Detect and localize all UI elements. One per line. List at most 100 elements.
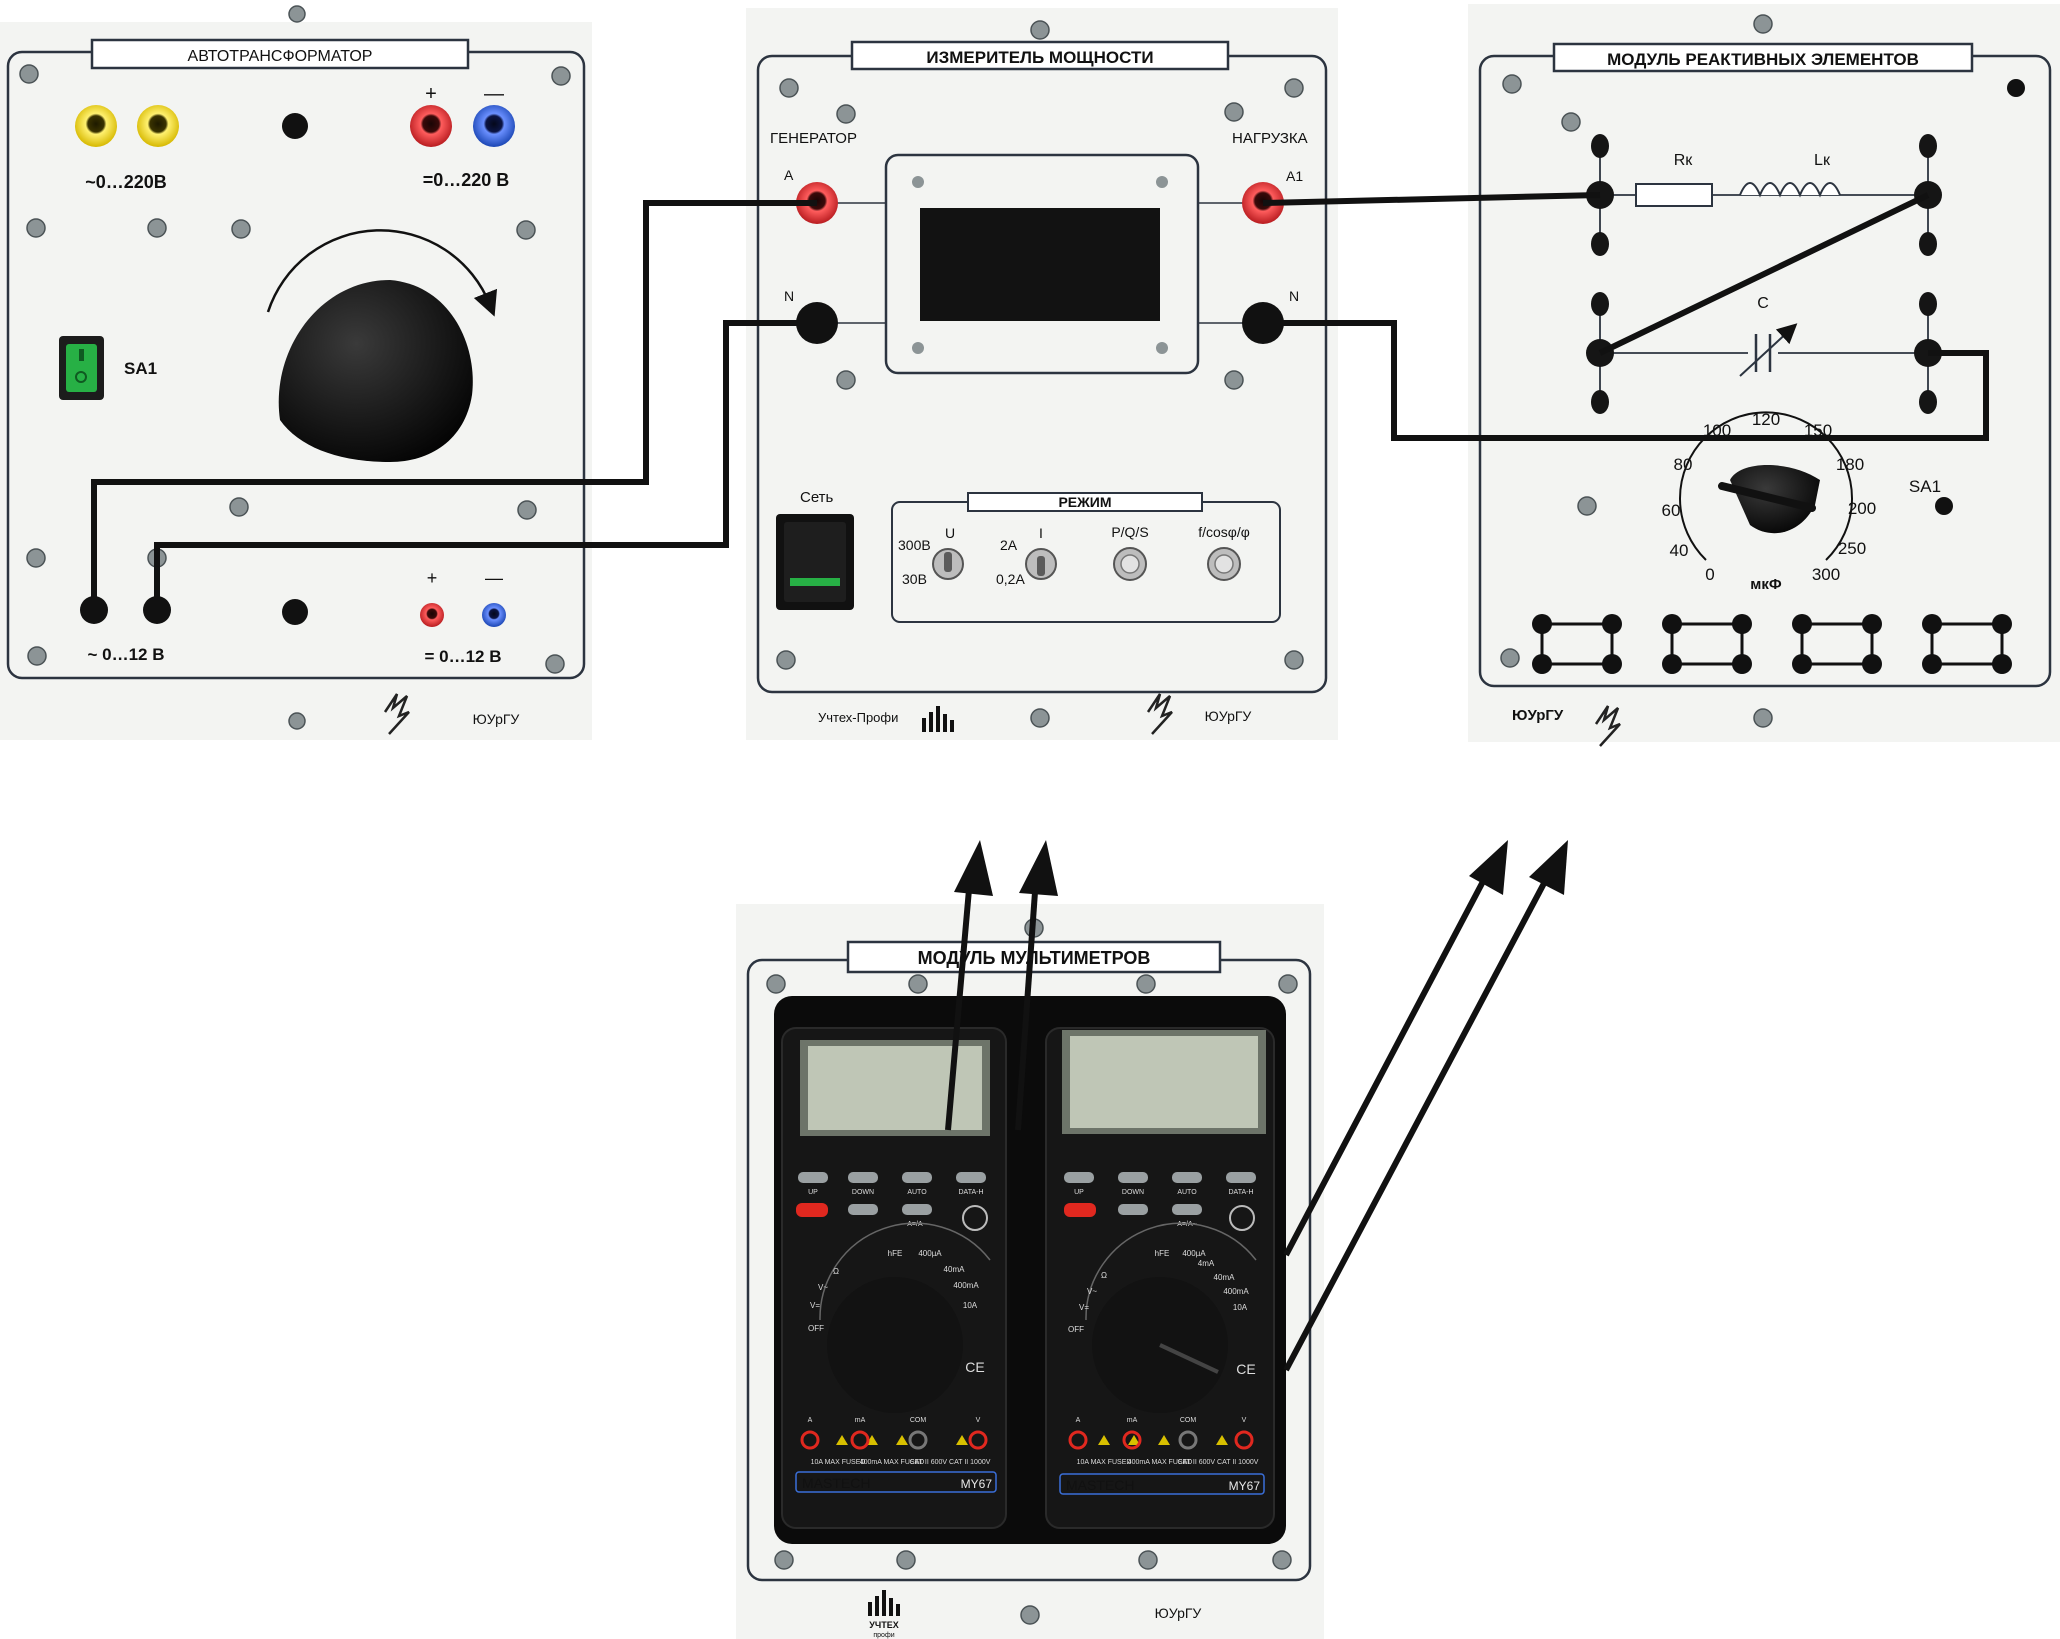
jack-red-dc-220-plus[interactable] [410, 105, 452, 147]
up-button[interactable] [798, 1172, 828, 1183]
network-switch-rocker[interactable] [784, 522, 846, 602]
range-label: 10A [1233, 1303, 1248, 1312]
dial-tick: 80 [1674, 455, 1693, 474]
reactive-elements-module: МОДУЛЬ РЕАКТИВНЫХ ЭЛЕМЕНТОВ Rк Lк C [1468, 4, 2060, 747]
auto-button[interactable] [902, 1172, 932, 1183]
brand-strip [1059, 1473, 1265, 1495]
u-300-label: 300В [898, 537, 931, 553]
power-meter-title-box [850, 40, 1230, 71]
range-label: 400mA [1223, 1287, 1249, 1296]
terminal-pin[interactable] [1992, 654, 2012, 674]
rotary-selector[interactable] [827, 1277, 963, 1413]
jack-blue-dc-12-minus[interactable] [482, 603, 506, 627]
power-switch-rocker[interactable] [66, 344, 97, 392]
up-label: UP [1074, 1189, 1084, 1196]
screw-icon [1577, 496, 1597, 516]
auto-button[interactable] [1172, 1172, 1202, 1183]
data-hold-button[interactable] [1226, 1172, 1256, 1183]
jack-yellow-ac-220-1[interactable] [75, 105, 117, 147]
terminal-pin[interactable] [1662, 654, 1682, 674]
jack-10a[interactable] [800, 1430, 820, 1450]
mode-button[interactable] [848, 1204, 878, 1215]
c-label: C [1757, 295, 1769, 312]
ac-dc-button[interactable] [1172, 1204, 1202, 1215]
terminal-pin[interactable] [1732, 614, 1752, 634]
screw-icon [1030, 20, 1050, 40]
range-label: 400mA [953, 1281, 979, 1290]
measurement-leads [945, 870, 1553, 1372]
jack-label: V [1242, 1417, 1247, 1424]
terminal-pin[interactable] [1591, 292, 1609, 316]
terminal-pin[interactable] [1922, 614, 1942, 634]
terminal-pin[interactable] [1591, 390, 1609, 414]
terminal-pin[interactable] [1792, 654, 1812, 674]
dc-220-label: =0…220 В [423, 170, 510, 190]
range-label: 4mA [1198, 1259, 1215, 1268]
terminal-pin[interactable] [1862, 614, 1882, 634]
terminal-pin[interactable] [1591, 134, 1609, 158]
terminal-pin[interactable] [1919, 134, 1937, 158]
mode-button[interactable] [1118, 1204, 1148, 1215]
brand-strip [795, 1471, 997, 1493]
terminal-pin[interactable] [1792, 614, 1812, 634]
jack-10a[interactable] [1068, 1430, 1088, 1450]
jack-com[interactable] [1178, 1430, 1198, 1450]
hfe-socket-icon [1229, 1205, 1255, 1231]
screw-icon [1502, 74, 1522, 94]
jack-v[interactable] [968, 1430, 988, 1450]
jack-label: V [976, 1417, 981, 1424]
ac-dc-button[interactable] [902, 1204, 932, 1215]
jack-com[interactable] [908, 1430, 928, 1450]
jack-yellow-ac-220-2[interactable] [137, 105, 179, 147]
power-button[interactable] [1064, 1203, 1096, 1217]
range-label: Ω [1101, 1271, 1107, 1280]
screw-icon [1030, 708, 1050, 728]
jack-ma[interactable] [1122, 1430, 1142, 1450]
wire-load-a1-to-rl [1262, 192, 1601, 206]
power-button[interactable] [796, 1203, 828, 1217]
jack-v[interactable] [1234, 1430, 1254, 1450]
terminal-pin[interactable] [1732, 654, 1752, 674]
screw-icon [19, 64, 39, 84]
meter1-lead-2 [1015, 877, 1039, 1131]
terminal-pin[interactable] [1922, 654, 1942, 674]
dial-unit: мкФ [1750, 576, 1782, 593]
model-label: MY67 [961, 1477, 993, 1491]
screw-icon [908, 974, 928, 994]
terminal-pin[interactable] [1532, 614, 1552, 634]
range-label: 10A [963, 1301, 978, 1310]
power-meter-module: ИЗМЕРИТЕЛЬ МОЩНОСТИ ГЕНЕРАТОР НАГРУЗКА A… [746, 8, 1338, 740]
jack-blue-dc-220-minus[interactable] [473, 105, 515, 147]
terminal-pin[interactable] [1992, 614, 2012, 634]
wire-load-n-to-c [1263, 320, 1989, 441]
voltage-adjust-knob[interactable] [278, 280, 473, 462]
terminal-pin[interactable] [1602, 654, 1622, 674]
terminal-pin[interactable] [1662, 614, 1682, 634]
wire-ac12-to-generator-a [91, 200, 817, 610]
dial-tick: 60 [1662, 501, 1681, 520]
down-button[interactable] [848, 1172, 878, 1183]
acdc-label: A=/A~ [907, 1221, 926, 1228]
jumper-blocks [1532, 614, 2012, 674]
dial-scale-arc [1679, 411, 1853, 561]
range-label: V= [1079, 1303, 1089, 1312]
knob-pointer [1718, 482, 1816, 512]
terminal-pin[interactable] [1532, 654, 1552, 674]
down-button[interactable] [1118, 1172, 1148, 1183]
data-hold-button[interactable] [956, 1172, 986, 1183]
terminal-pin[interactable] [1919, 390, 1937, 414]
jack-ma[interactable] [850, 1430, 870, 1450]
terminal-pin[interactable] [1591, 232, 1609, 256]
up-button[interactable] [1064, 1172, 1094, 1183]
terminal-pin[interactable] [1602, 614, 1622, 634]
terminal-pin[interactable] [1919, 292, 1937, 316]
screw-icon [147, 218, 167, 238]
terminal-pin[interactable] [1862, 654, 1882, 674]
output-a1-label: A1 [1286, 168, 1303, 184]
button-cap [1120, 554, 1140, 574]
fuse-label: 10A MAX FUSED [811, 1459, 866, 1466]
i-2a-label: 2A [1000, 537, 1018, 553]
range-label: hFE [1155, 1249, 1170, 1258]
terminal-pin[interactable] [1919, 232, 1937, 256]
jack-red-dc-12-plus[interactable] [420, 603, 444, 627]
